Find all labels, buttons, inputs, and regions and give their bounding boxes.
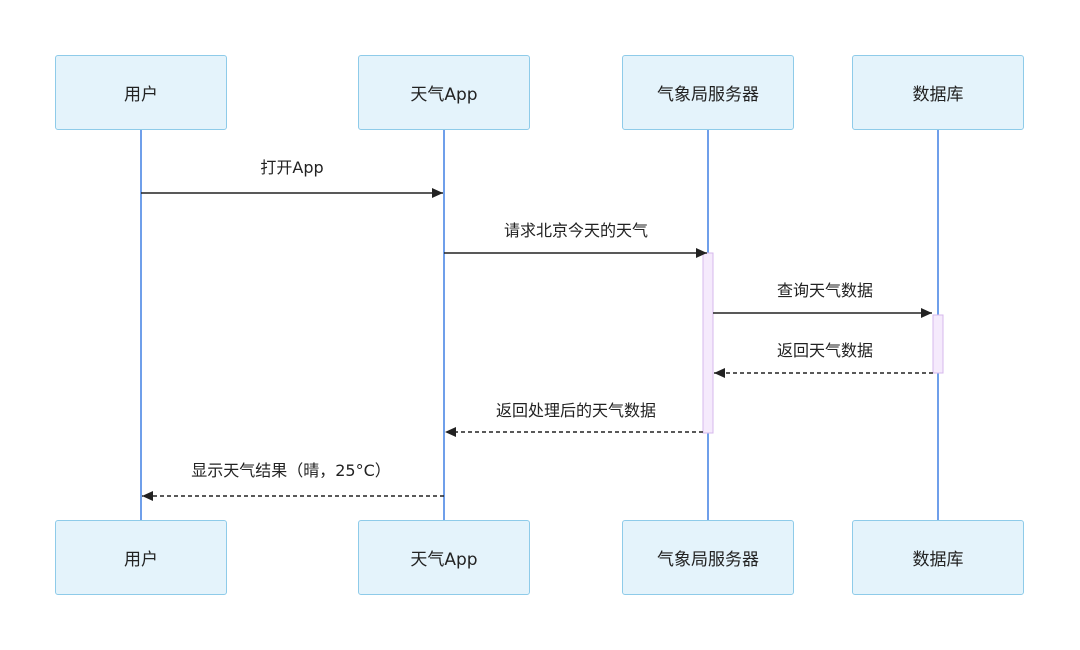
activation-server bbox=[702, 252, 714, 434]
participant-label: 天气App bbox=[410, 550, 478, 570]
participant-label: 气象局服务器 bbox=[657, 85, 759, 105]
participant-label: 天气App bbox=[410, 85, 478, 105]
participant-user-bottom: 用户 bbox=[55, 520, 227, 595]
participant-app-bottom: 天气App bbox=[358, 520, 530, 595]
message-label-display-result: 显示天气结果（晴，25°C） bbox=[191, 461, 391, 480]
participant-server-top: 气象局服务器 bbox=[622, 55, 794, 130]
message-label-query-data: 查询天气数据 bbox=[776, 281, 874, 300]
participant-label: 数据库 bbox=[912, 550, 964, 570]
activation-db bbox=[932, 314, 944, 374]
participant-label: 数据库 bbox=[912, 85, 964, 105]
participant-db-top: 数据库 bbox=[852, 55, 1024, 130]
participant-label: 用户 bbox=[124, 550, 158, 570]
participant-label: 气象局服务器 bbox=[657, 550, 759, 570]
participant-user-top: 用户 bbox=[55, 55, 227, 130]
message-label-open-app: 打开App bbox=[260, 158, 324, 177]
participant-label: 用户 bbox=[124, 85, 158, 105]
message-label-return-processed: 返回处理后的天气数据 bbox=[495, 401, 657, 420]
message-label-request-weather: 请求北京今天的天气 bbox=[503, 221, 649, 240]
message-label-return-data: 返回天气数据 bbox=[776, 341, 874, 360]
participant-server-bottom: 气象局服务器 bbox=[622, 520, 794, 595]
participant-db-bottom: 数据库 bbox=[852, 520, 1024, 595]
participant-app-top: 天气App bbox=[358, 55, 530, 130]
